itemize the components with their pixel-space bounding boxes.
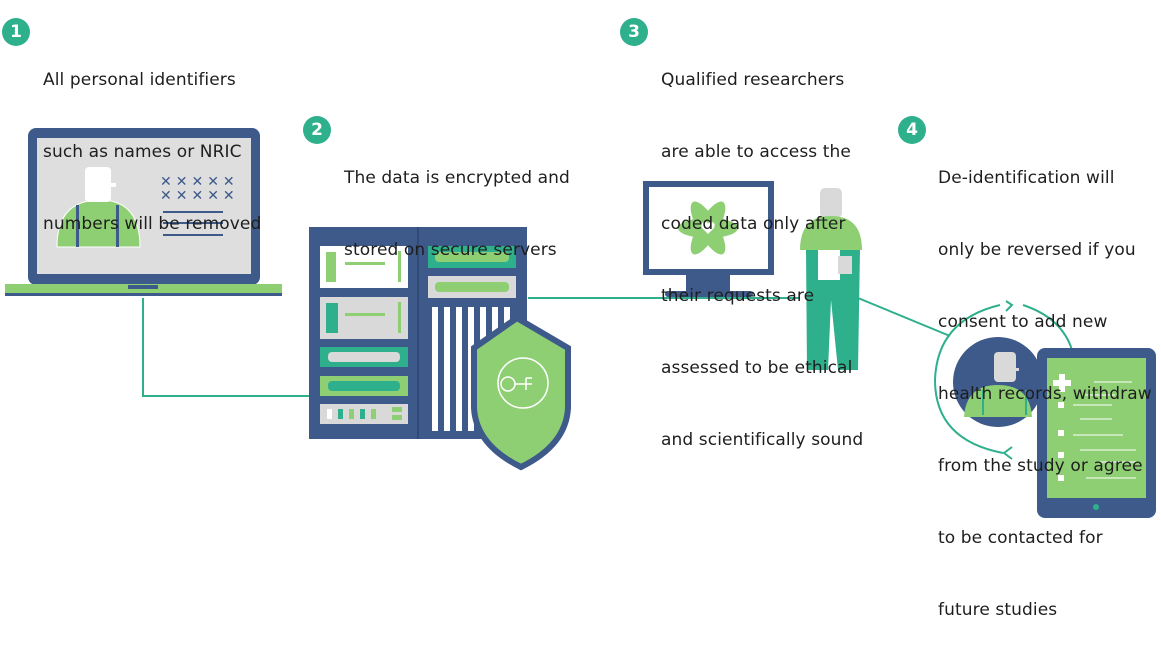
step-text-line: their requests are	[661, 286, 815, 306]
step-description: The data is encrypted and stored on secu…	[344, 118, 570, 310]
step-text-line: stored on secure servers	[344, 240, 557, 260]
step-text-line: health records, withdraw	[938, 384, 1152, 404]
step-description: All personal identifiers such as names o…	[43, 20, 261, 284]
step-text-line: The data is encrypted and	[344, 168, 570, 188]
step-text-line: De-identification will	[938, 168, 1115, 188]
step-text-line: such as names or NRIC	[43, 142, 242, 162]
atom-heart-icon	[678, 201, 738, 255]
connector-laptop-server	[142, 298, 310, 397]
step-text-line: future studies	[938, 600, 1058, 620]
step-text-line: numbers will be removed	[43, 214, 262, 234]
step-text-line: to be contacted for	[938, 528, 1103, 548]
step-text-line: Qualified researchers	[661, 70, 845, 90]
laptop-icon: ✕✕✕✕✕ ✕✕✕✕✕	[5, 128, 282, 296]
masked-identifier: ✕✕✕✕✕	[160, 174, 239, 190]
step-text-line: are able to access the	[661, 142, 851, 162]
tablet-icon	[1037, 348, 1156, 518]
step-text-line: consent to add new	[938, 312, 1108, 332]
step-text-line: only be reversed if you	[938, 240, 1136, 260]
step-number-badge: 4	[898, 116, 926, 144]
step-text-line: from the study or agree	[938, 456, 1143, 476]
connector-researcher-patient	[857, 297, 951, 337]
step-number-badge: 2	[303, 116, 331, 144]
masked-identifier: ✕✕✕✕✕	[160, 188, 239, 204]
step-description: Qualified researchers are able to access…	[661, 20, 863, 500]
illustration: ✕✕✕✕✕ ✕✕✕✕✕	[5, 128, 1156, 518]
step-text-line: coded data only after	[661, 214, 846, 234]
cycle-arrows-icon	[933, 300, 1073, 460]
step-number-badge: 1	[2, 18, 30, 46]
step-description: De-identification will only be reversed …	[938, 118, 1152, 670]
researcher-icon	[800, 188, 862, 370]
step-text-line: and scientifically sound	[661, 430, 864, 450]
step-number-badge: 3	[620, 18, 648, 46]
patient-icon	[953, 337, 1043, 427]
connector-lines	[142, 297, 951, 397]
monitor-icon	[643, 181, 774, 297]
shield-key-icon	[471, 314, 571, 471]
step-text-line: assessed to be ethical	[661, 358, 853, 378]
step-text-line: All personal identifiers	[43, 70, 236, 90]
